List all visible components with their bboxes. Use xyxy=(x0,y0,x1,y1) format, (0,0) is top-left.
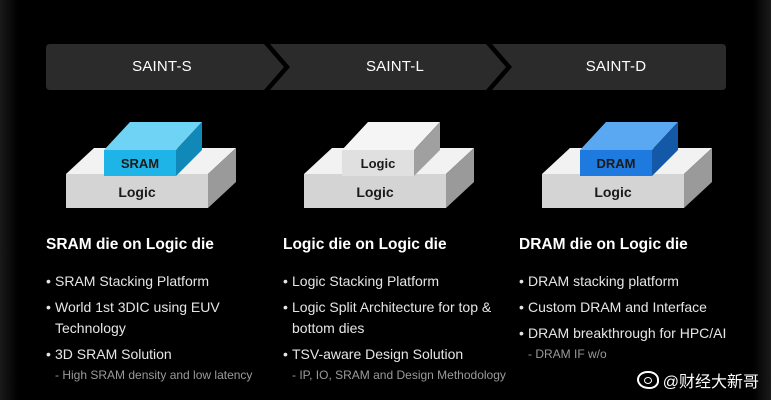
saint-l-column: Logic die on Logic die Logic Stacking Pl… xyxy=(283,236,515,389)
weibo-icon xyxy=(636,371,659,389)
feature-text: Logic Split Architecture for top & botto… xyxy=(292,299,492,336)
column-title: SRAM die on Logic die xyxy=(46,236,214,253)
column-title: DRAM die on Logic die xyxy=(519,236,688,253)
dram-top-label: DRAM xyxy=(597,156,636,171)
feature-text: Logic Stacking Platform xyxy=(292,273,440,289)
stepper-chevrons xyxy=(46,44,726,90)
step-chevron-1 xyxy=(46,44,284,90)
feature-text: SRAM Stacking Platform xyxy=(55,273,210,289)
left-edge-shadow xyxy=(0,0,18,400)
feature-item: DRAM breakthrough for HPC/AI - DRAM IF w… xyxy=(519,323,751,363)
feature-item: DRAM stacking platform xyxy=(519,271,751,292)
saint-stepper: SAINT-S SAINT-L SAINT-D xyxy=(46,44,726,90)
feature-list: DRAM stacking platform Custom DRAM and I… xyxy=(519,271,751,363)
feature-subtext: - DRAM IF w/o xyxy=(528,347,607,361)
dram-on-logic-illustration: DRAM Logic xyxy=(542,122,712,208)
feature-text: DRAM stacking platform xyxy=(528,273,679,289)
sram-top-block xyxy=(104,122,202,176)
logic-top-label: Logic xyxy=(361,156,396,171)
saint-d-column: DRAM die on Logic die DRAM stacking plat… xyxy=(519,236,751,368)
feature-subtext: - High SRAM density and low latency xyxy=(55,368,253,382)
step-label-saint-s: SAINT-S xyxy=(132,58,192,75)
feature-list: SRAM Stacking Platform World 1st 3DIC us… xyxy=(46,271,278,384)
logic-base-label: Logic xyxy=(356,184,394,200)
logic-on-logic-illustration: Logic Logic xyxy=(304,122,474,208)
step-chevron-3 xyxy=(492,44,726,90)
logic-base-label: Logic xyxy=(118,184,156,200)
logic-top-block xyxy=(342,122,440,176)
step-label-saint-d: SAINT-D xyxy=(585,58,647,75)
step-chevron-2 xyxy=(270,44,506,90)
logic-base-label: Logic xyxy=(594,184,632,200)
feature-text: World 1st 3DIC using EUV Technology xyxy=(55,299,220,336)
feature-item: 3D SRAM Solution - High SRAM density and… xyxy=(46,344,278,384)
feature-item: Logic Stacking Platform xyxy=(283,271,515,292)
sram-on-logic-illustration: SRAM Logic xyxy=(66,122,236,208)
right-edge-shadow xyxy=(753,0,771,400)
feature-item: Logic Split Architecture for top & botto… xyxy=(283,297,515,339)
feature-text: DRAM breakthrough for HPC/AI xyxy=(528,325,727,341)
saint-s-column: SRAM die on Logic die SRAM Stacking Plat… xyxy=(46,236,278,389)
weibo-watermark: @财经大新哥 xyxy=(636,368,759,392)
feature-text: Custom DRAM and Interface xyxy=(528,299,707,315)
step-label-saint-l: SAINT-L xyxy=(365,58,425,75)
sram-top-label: SRAM xyxy=(121,156,159,171)
feature-item: SRAM Stacking Platform xyxy=(46,271,278,292)
feature-list: Logic Stacking Platform Logic Split Arch… xyxy=(283,271,515,384)
feature-item: Custom DRAM and Interface xyxy=(519,297,751,318)
feature-text: TSV-aware Design Solution xyxy=(292,346,464,362)
feature-text: 3D SRAM Solution xyxy=(55,346,172,362)
column-title: Logic die on Logic die xyxy=(283,236,447,253)
watermark-text: @财经大新哥 xyxy=(662,374,759,391)
dram-top-block xyxy=(580,122,678,176)
feature-item: World 1st 3DIC using EUV Technology xyxy=(46,297,278,339)
feature-subtext: - IP, IO, SRAM and Design Methodology xyxy=(292,368,506,382)
feature-item: TSV-aware Design Solution - IP, IO, SRAM… xyxy=(283,344,515,384)
